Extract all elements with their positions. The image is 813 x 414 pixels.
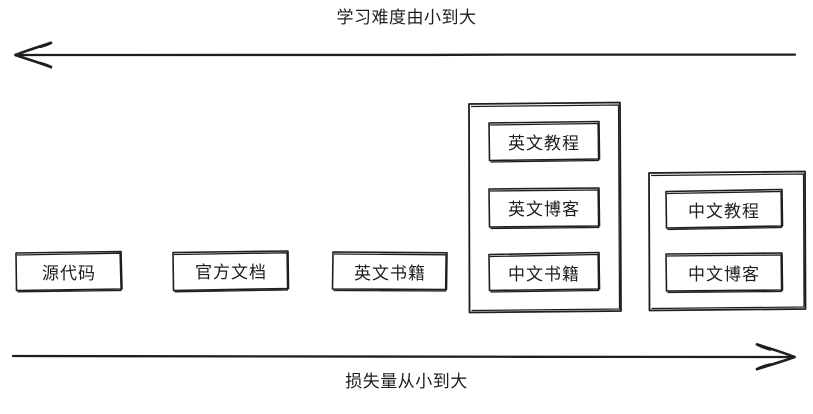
node-source-code[interactable]: 源代码 — [42, 263, 96, 284]
node-outline-中文书籍 — [488, 251, 601, 293]
node-chinese-tutorials[interactable]: 中文教程 — [688, 201, 760, 222]
node-outline-中文博客 — [665, 252, 784, 294]
bottom-axis-arrow — [11, 342, 796, 371]
top-axis-label: 学习难度由小到大 — [336, 8, 477, 28]
node-outline-中文教程 — [665, 188, 784, 231]
node-outline-源代码 — [15, 250, 123, 293]
node-chinese-blogs[interactable]: 中文博客 — [688, 264, 760, 285]
node-english-books[interactable]: 英文书籍 — [354, 263, 426, 284]
node-english-tutorials[interactable]: 英文教程 — [508, 133, 580, 154]
bottom-axis-label: 损失量从小到大 — [345, 372, 468, 392]
node-outline-英文书籍 — [331, 251, 448, 292]
node-outline-英文教程 — [488, 120, 601, 163]
node-english-blogs[interactable]: 英文博客 — [508, 199, 580, 220]
top-axis-arrow — [14, 41, 797, 69]
node-official-docs[interactable]: 官方文档 — [195, 262, 267, 283]
node-chinese-books[interactable]: 中文书籍 — [508, 264, 580, 285]
node-outline-官方文档 — [172, 250, 290, 293]
node-outline-英文博客 — [488, 187, 601, 230]
